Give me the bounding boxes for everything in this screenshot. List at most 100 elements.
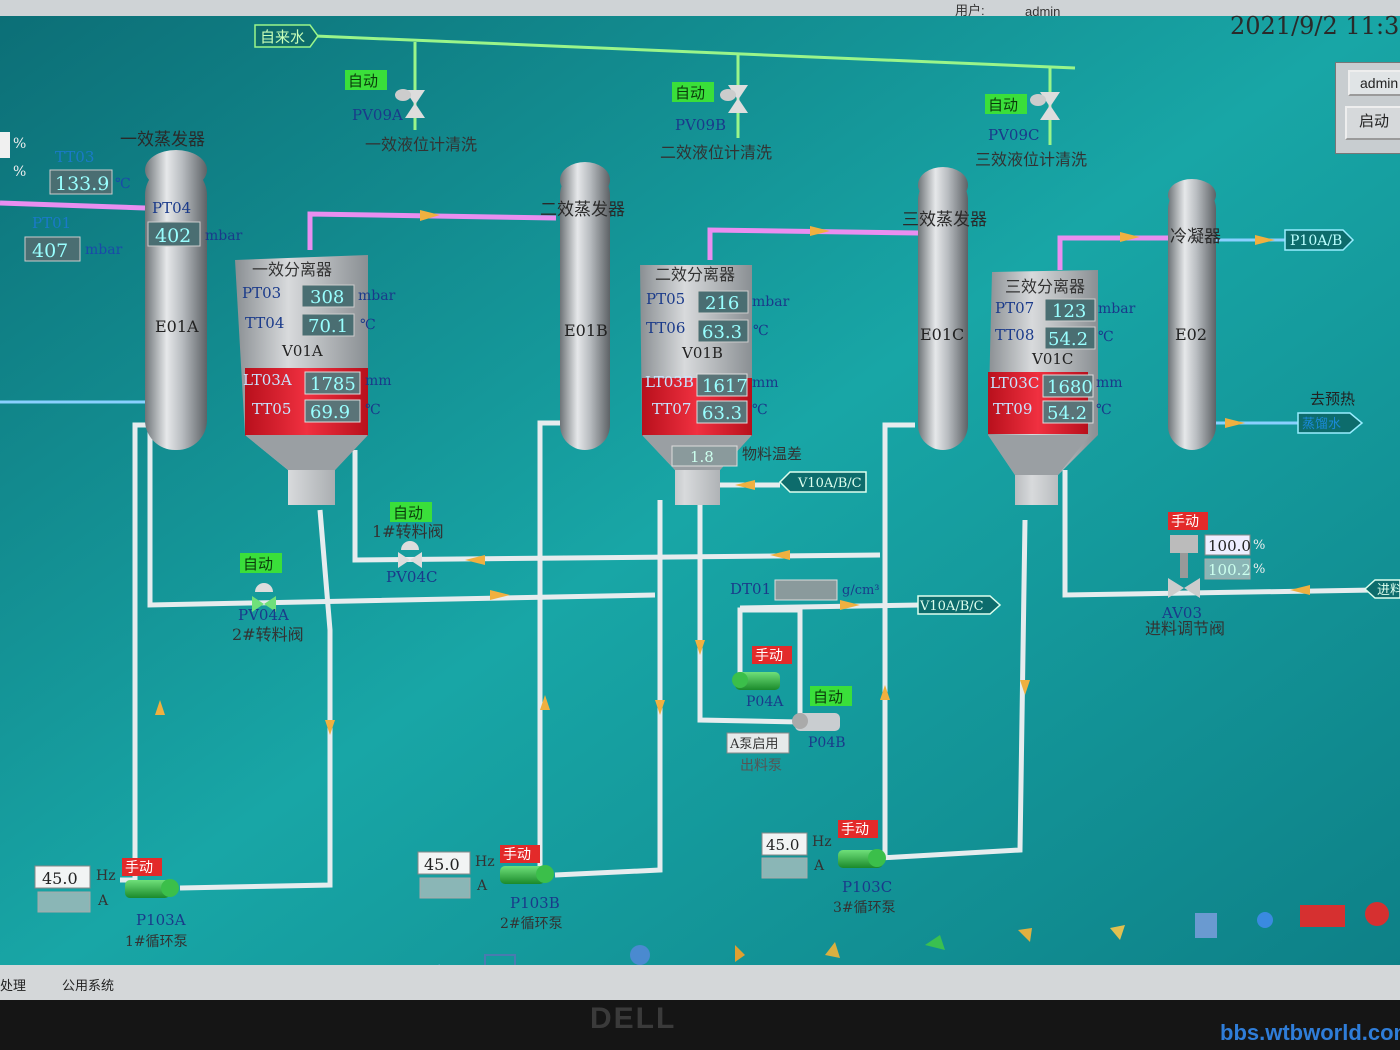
svg-text:%: % xyxy=(13,164,26,180)
svg-text:A: A xyxy=(476,878,488,894)
svg-text:A泵启用: A泵启用 xyxy=(729,737,778,752)
svg-text:P103A: P103A xyxy=(136,911,186,929)
svg-text:E01B: E01B xyxy=(564,321,608,340)
svg-text:69.9: 69.9 xyxy=(310,402,350,423)
manual-badges[interactable]: 手动 手动 手动 手动 手动 xyxy=(122,512,1208,876)
datetime: 2021/9/2 11:3 xyxy=(1230,12,1400,40)
svg-text:自动: 自动 xyxy=(675,84,705,102)
admin-button[interactable]: admin xyxy=(1348,70,1400,96)
left-readouts[interactable]: % % TT03 133.9 ℃ PT01 407 mbar PT04 402 … xyxy=(13,136,243,262)
pump-p103a-icon[interactable] xyxy=(125,879,179,898)
svg-text:P10A/B: P10A/B xyxy=(1290,233,1342,249)
svg-text:PT05: PT05 xyxy=(646,290,685,308)
valve-pv09b-icon[interactable] xyxy=(720,85,748,113)
svg-text:123: 123 xyxy=(1052,301,1086,322)
svg-text:100.0: 100.0 xyxy=(1208,537,1251,555)
valve-pv04c-icon[interactable] xyxy=(398,541,422,568)
separator-v01a-readouts[interactable]: 一效分离器 PT03 308 mbar TT04 70.1 ℃ V01A LT0… xyxy=(242,260,396,423)
svg-text:手动: 手动 xyxy=(841,822,869,838)
svg-text:去预热: 去预热 xyxy=(1310,390,1355,408)
svg-text:LT03A: LT03A xyxy=(243,371,292,389)
plant-icon xyxy=(925,935,945,950)
star-icon xyxy=(1110,925,1125,940)
av03-readouts[interactable]: 100.0 % 100.2 % xyxy=(1204,534,1265,580)
svg-text:g/cm³: g/cm³ xyxy=(842,583,880,598)
evaporator-e01c[interactable] xyxy=(918,167,968,450)
taskbar-icons[interactable] xyxy=(414,902,1389,981)
evaporator-e01a[interactable] xyxy=(145,150,207,450)
svg-text:216: 216 xyxy=(705,293,739,314)
separator-v01b-readouts[interactable]: 二效分离器 PT05 216 mbar TT06 63.3 ℃ V01B LT0… xyxy=(645,265,802,467)
svg-text:V01A: V01A xyxy=(281,342,323,360)
svg-text:物料温差: 物料温差 xyxy=(742,445,802,463)
separator-v01c-readouts[interactable]: 三效分离器 PT07 123 mbar TT08 54.2 ℃ V01C LT0… xyxy=(990,277,1136,424)
svg-text:出料泵: 出料泵 xyxy=(740,758,782,774)
tap-water-label: 自来水 xyxy=(260,28,305,46)
destination-tags[interactable]: P10A/B V10A/B/C V10A/B/C 去预热 蒸馏水 进料 xyxy=(778,229,1400,615)
pump-p103c-panel[interactable]: 45.0 Hz A P103C 3#循环泵 xyxy=(761,832,896,916)
svg-text:PT03: PT03 xyxy=(242,284,281,302)
dt01-readout[interactable]: DT01 g/cm³ xyxy=(730,579,880,601)
svg-text:℃: ℃ xyxy=(365,402,381,418)
svg-text:二效液位计清洗: 二效液位计清洗 xyxy=(660,143,772,162)
pump-p04b-icon[interactable] xyxy=(792,713,840,731)
svg-text:63.3: 63.3 xyxy=(702,322,742,343)
svg-text:100.2: 100.2 xyxy=(1208,561,1251,579)
svg-text:手动: 手动 xyxy=(1171,514,1199,530)
pump-p103b-icon[interactable] xyxy=(500,865,554,884)
svg-text:%: % xyxy=(1253,562,1265,577)
svg-text:进料调节阀: 进料调节阀 xyxy=(1145,619,1225,638)
user-icon xyxy=(630,945,650,965)
watermark: bbs.wtbworld.com xyxy=(1220,1020,1400,1045)
svg-text:DT01: DT01 xyxy=(730,580,771,598)
discharge-pumps-panel[interactable]: P04A P04B A泵启用 出料泵 xyxy=(726,694,846,774)
tab-processing[interactable]: 处理 xyxy=(0,978,27,993)
exit-button xyxy=(1300,905,1345,927)
svg-text:mbar: mbar xyxy=(752,294,790,310)
evaporator-titles: 一效蒸发器 二效蒸发器 三效蒸发器 冷凝器 xyxy=(120,130,1221,247)
svg-text:P04B: P04B xyxy=(808,735,846,751)
top-bar xyxy=(0,0,1400,16)
valve-av03-icon[interactable] xyxy=(1168,535,1200,598)
svg-text:54.2: 54.2 xyxy=(1048,329,1088,350)
condenser-e02[interactable] xyxy=(1168,179,1216,450)
valve-labels: PV09A PV09B PV09C PV04C PV04A AV03 xyxy=(238,106,1202,624)
svg-text:PT01: PT01 xyxy=(32,214,71,232)
svg-text:PV09B: PV09B xyxy=(675,116,726,134)
svg-text:mm: mm xyxy=(1096,375,1123,391)
svg-text:TT05: TT05 xyxy=(252,400,291,418)
svg-text:PT04: PT04 xyxy=(152,199,191,217)
user-name: admin xyxy=(1025,4,1061,19)
svg-text:V01C: V01C xyxy=(1031,350,1073,368)
pump-p103b-panel[interactable]: 45.0 Hz A P103B 2#循环泵 xyxy=(417,851,563,932)
svg-text:℃: ℃ xyxy=(1098,329,1114,345)
svg-text:%: % xyxy=(13,136,26,152)
svg-text:%: % xyxy=(1253,538,1265,553)
svg-text:自动: 自动 xyxy=(813,688,843,706)
pump-p103a-panel[interactable]: 45.0 Hz A P103A 1#循环泵 xyxy=(34,865,188,950)
svg-text:℃: ℃ xyxy=(752,402,768,418)
evaporator-e01b[interactable] xyxy=(560,162,610,450)
svg-text:P103B: P103B xyxy=(510,894,560,912)
valve-pv04a-icon[interactable] xyxy=(252,583,276,612)
svg-text:A: A xyxy=(97,893,109,909)
valve-pv09a-icon[interactable] xyxy=(395,89,425,118)
svg-text:手动: 手动 xyxy=(125,860,153,876)
monitor-bezel xyxy=(0,1000,1400,1050)
svg-text:mbar: mbar xyxy=(358,288,396,304)
tab-utilities[interactable]: 公用系统 xyxy=(62,978,115,993)
svg-text:PV04A: PV04A xyxy=(238,606,289,624)
pump-p04a-icon[interactable] xyxy=(732,672,780,690)
start-button[interactable]: 启动 xyxy=(1345,106,1400,140)
svg-text:三效蒸发器: 三效蒸发器 xyxy=(902,210,987,230)
svg-text:一效蒸发器: 一效蒸发器 xyxy=(120,130,205,150)
svg-text:V01B: V01B xyxy=(681,344,723,362)
svg-text:1680: 1680 xyxy=(1047,377,1093,398)
auto-badges[interactable]: 自动 自动 自动 自动 自动 自动 xyxy=(240,70,1027,706)
valve-pv09c-icon[interactable] xyxy=(1030,92,1060,120)
pump-p103c-icon[interactable] xyxy=(838,849,886,868)
power-icon xyxy=(1365,902,1389,926)
svg-text:二效蒸发器: 二效蒸发器 xyxy=(540,200,625,220)
process-pipes xyxy=(120,420,1376,891)
svg-text:TT04: TT04 xyxy=(245,314,284,332)
